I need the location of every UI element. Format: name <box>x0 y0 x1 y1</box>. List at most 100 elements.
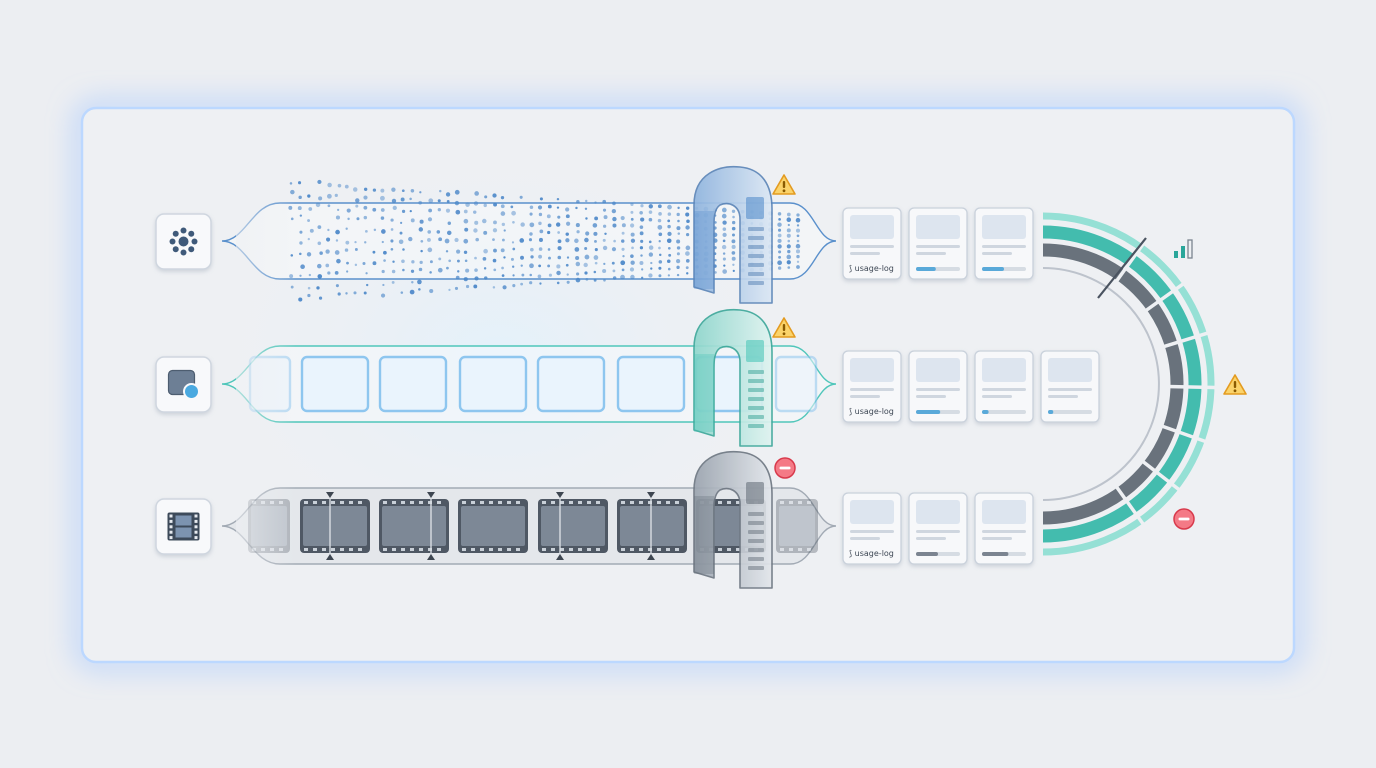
data-particle <box>796 234 800 238</box>
data-particle <box>337 292 341 296</box>
data-particle <box>602 245 608 251</box>
merge-ring-2 <box>1042 243 1184 525</box>
data-particle <box>594 201 597 204</box>
data-particle <box>492 228 498 233</box>
data-particle <box>297 206 302 211</box>
data-particle <box>731 251 736 255</box>
frame-cut-marker <box>556 492 564 560</box>
data-particle <box>402 248 405 251</box>
card-line <box>982 530 1026 533</box>
data-particle <box>297 181 302 185</box>
data-particle <box>658 260 663 264</box>
data-particle <box>454 200 460 206</box>
data-particle <box>382 283 385 287</box>
data-particle <box>630 217 634 221</box>
data-particle <box>482 256 487 261</box>
data-particle <box>290 189 295 195</box>
data-particle <box>510 205 514 209</box>
data-particle <box>299 252 302 256</box>
data-particle <box>641 268 644 271</box>
data-particle <box>556 270 561 276</box>
data-particle <box>621 239 625 243</box>
card-progress-fill <box>982 410 989 414</box>
data-particle <box>584 237 589 243</box>
data-particle <box>620 215 625 221</box>
image-frame <box>458 355 528 413</box>
data-particle <box>547 264 551 268</box>
data-particle <box>519 238 525 243</box>
image-frame <box>616 355 686 413</box>
lane-image: ⟆ usage-log <box>155 308 1100 447</box>
data-particle <box>685 225 690 230</box>
data-particle <box>327 228 330 232</box>
data-particle <box>428 198 434 204</box>
data-particle <box>584 246 588 250</box>
output-card: ⟆ usage-log <box>842 492 902 565</box>
data-particle <box>731 239 736 244</box>
card-line <box>982 388 1026 391</box>
data-particle <box>325 263 330 268</box>
data-particle <box>457 270 460 273</box>
data-particle <box>317 241 322 246</box>
data-particle <box>337 183 342 188</box>
data-particle <box>326 237 331 242</box>
data-particle <box>503 229 506 232</box>
data-particle <box>621 247 625 251</box>
card-line <box>916 537 946 540</box>
data-particle <box>721 207 727 213</box>
data-particle <box>612 201 616 206</box>
data-particle <box>585 217 588 220</box>
data-particle <box>676 212 680 217</box>
data-particle <box>630 254 634 258</box>
data-particle <box>795 217 801 223</box>
data-particle <box>630 210 634 214</box>
data-particle <box>307 194 311 198</box>
data-particle <box>520 255 524 260</box>
data-particle <box>786 244 791 249</box>
data-particle <box>565 214 570 219</box>
data-particle <box>427 247 433 253</box>
data-particle <box>777 222 782 227</box>
data-particle <box>556 281 560 285</box>
card-line <box>916 252 946 255</box>
data-particle <box>400 197 405 202</box>
data-particle <box>539 282 542 285</box>
data-particle <box>795 249 801 254</box>
data-particle <box>298 195 302 200</box>
data-particle <box>493 248 497 253</box>
source-tile-image <box>155 356 212 413</box>
data-particle <box>612 223 617 228</box>
data-particle <box>557 255 562 260</box>
data-particle <box>676 273 680 277</box>
data-particle <box>390 228 394 231</box>
data-particle <box>483 267 487 270</box>
data-particle <box>658 212 662 216</box>
data-particle <box>529 281 533 285</box>
data-particle <box>474 191 479 196</box>
data-particle <box>392 205 397 210</box>
card-line <box>982 245 1026 248</box>
card-line <box>850 388 894 391</box>
data-particle <box>657 204 662 209</box>
data-particle <box>575 261 581 267</box>
data-particle <box>537 205 543 210</box>
data-particle <box>530 255 534 259</box>
data-particle <box>446 230 452 236</box>
data-particle <box>611 208 617 214</box>
data-particle <box>355 198 360 203</box>
gear-dots-icon <box>169 227 198 256</box>
data-particle <box>409 197 412 201</box>
data-particle <box>602 269 607 274</box>
data-particle <box>658 274 662 278</box>
data-particle <box>336 208 340 211</box>
data-particle <box>512 220 515 224</box>
data-particle <box>463 238 469 244</box>
data-particle <box>731 226 736 231</box>
data-particle <box>380 208 385 212</box>
data-particle <box>538 212 543 217</box>
data-particle <box>353 291 357 295</box>
data-particle <box>666 259 671 263</box>
data-particle <box>346 261 349 265</box>
data-particle <box>408 236 413 242</box>
data-particle <box>427 217 433 222</box>
